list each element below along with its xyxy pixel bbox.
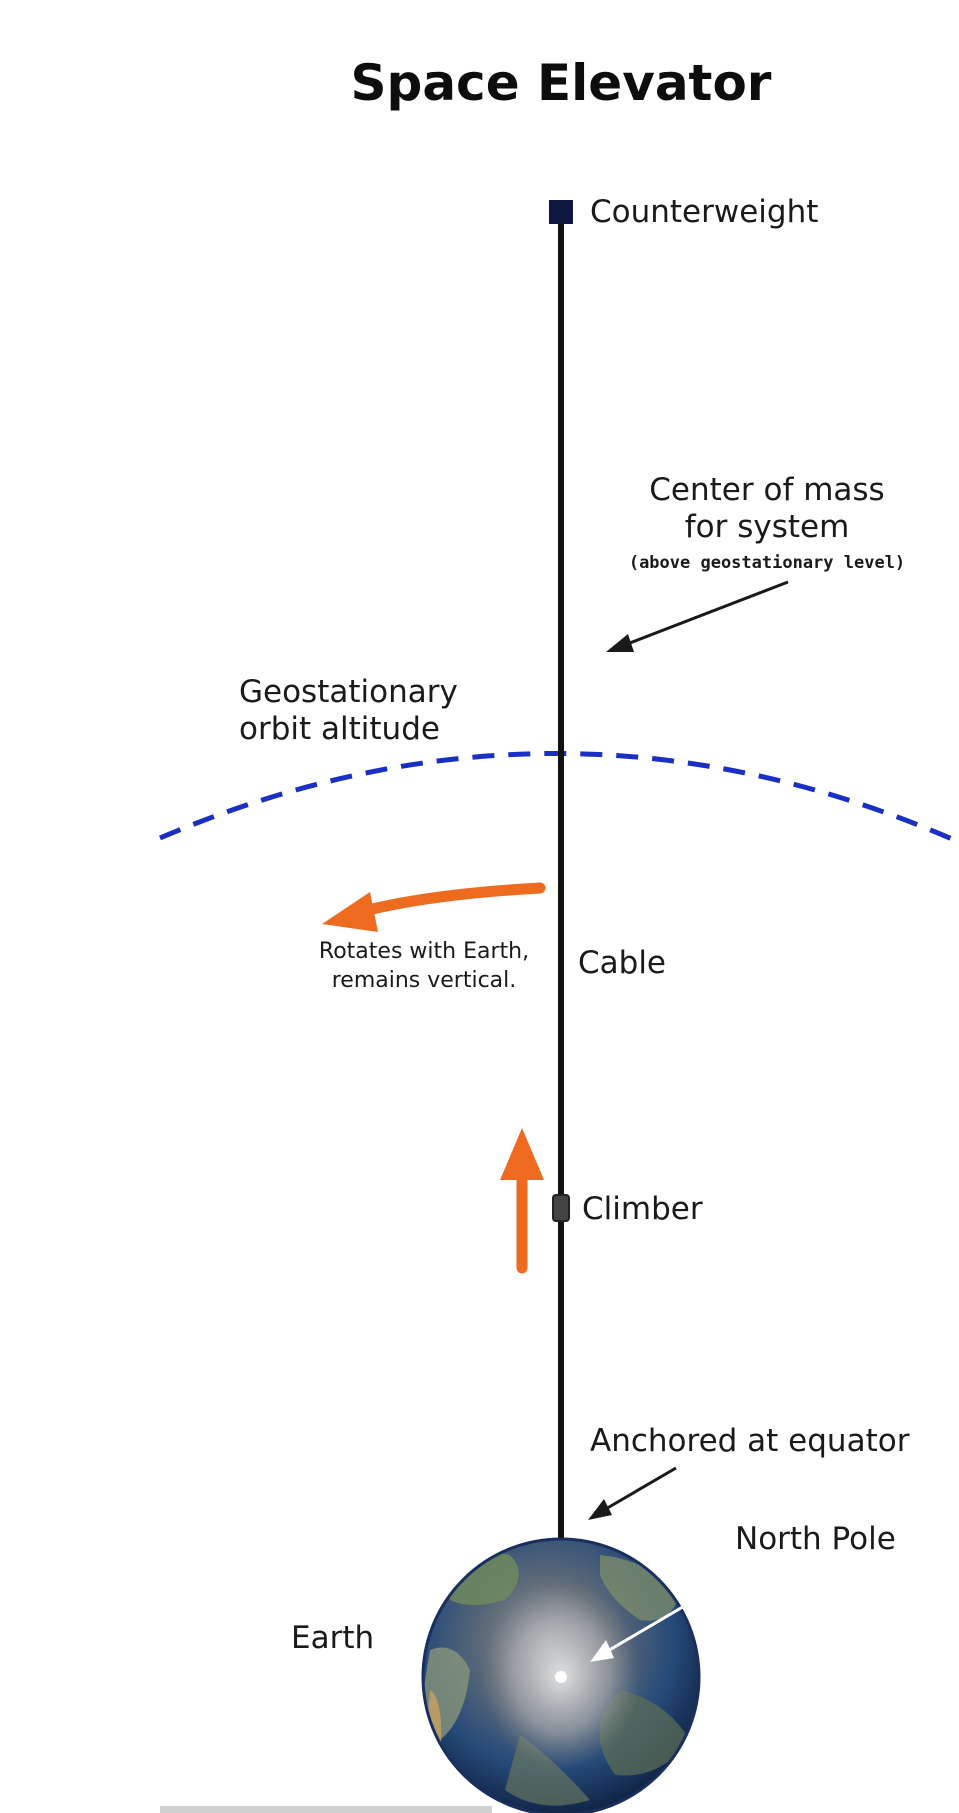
- center-of-mass-label-1: Center of mass: [649, 472, 884, 508]
- north-pole-label: North Pole: [735, 1521, 896, 1557]
- climber-block: [552, 1194, 570, 1222]
- caption-strip: [160, 1806, 492, 1813]
- rotates-label-2: remains vertical.: [332, 968, 517, 993]
- center-of-mass-arrow: [606, 580, 789, 652]
- north-pole-marker: [555, 1671, 567, 1683]
- page-title: Space Elevator: [351, 54, 772, 112]
- north-pole-arrow: [590, 1563, 755, 1662]
- counterweight-label: Counterweight: [590, 194, 818, 230]
- cable-label: Cable: [578, 945, 666, 981]
- geostationary-label-1: Geostationary: [239, 674, 458, 710]
- anchored-arrow: [588, 1466, 677, 1520]
- earth-label: Earth: [291, 1620, 374, 1656]
- climber-label: Climber: [582, 1191, 703, 1227]
- anchored-label: Anchored at equator: [590, 1423, 910, 1459]
- climber-up-arrow: [500, 1128, 544, 1274]
- geostationary-label-2: orbit altitude: [239, 711, 440, 747]
- rotation-arrow: [322, 882, 546, 932]
- counterweight-block: [549, 200, 573, 224]
- center-of-mass-label-2: for system: [685, 509, 850, 545]
- rotates-label-1: Rotates with Earth,: [319, 939, 529, 964]
- center-of-mass-note: (above geostationary level): [629, 553, 905, 573]
